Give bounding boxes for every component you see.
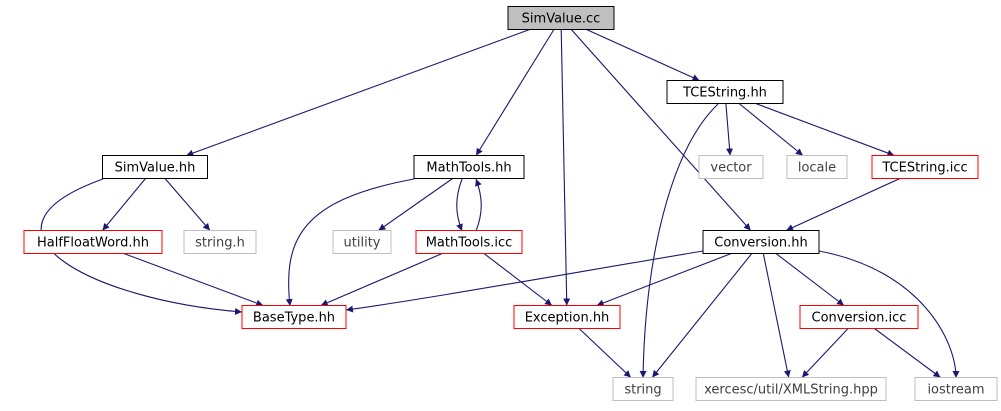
node-label-tcestring_icc: TCEString.icc	[881, 161, 967, 176]
node-box-simvalue_cc	[507, 6, 615, 30]
node-label-conversion_icc: Conversion.icc	[812, 311, 907, 326]
edge-conversion_icc-to-xmlstring_hpp	[801, 328, 849, 378]
node-label-iostream: iostream	[927, 383, 984, 398]
node-xmlstring_hpp[interactable]: xercesc/util/XMLString.hpp	[695, 377, 887, 401]
node-simvalue_hh[interactable]: SimValue.hh	[102, 155, 208, 179]
node-label-string_h: string.h	[195, 236, 245, 251]
node-box-iostream	[914, 377, 998, 401]
node-vector[interactable]: vector	[698, 155, 764, 179]
node-string[interactable]: string	[612, 377, 674, 401]
node-conversion_hh[interactable]: Conversion.hh	[702, 230, 820, 254]
node-box-locale	[786, 155, 848, 179]
node-label-mathtools_icc: MathTools.icc	[426, 236, 513, 251]
edge-exception_hh-to-string	[578, 328, 632, 378]
node-box-conversion_hh	[702, 230, 820, 254]
node-label-basetype_hh: BaseType.hh	[253, 311, 335, 326]
node-utility[interactable]: utility	[332, 230, 392, 254]
node-box-conversion_icc	[799, 305, 919, 329]
edge-simvalue_hh-to-halffloatword_hh	[102, 178, 146, 231]
node-box-xmlstring_hpp	[695, 377, 887, 401]
edge-mathtools_icc-to-mathtools_hh	[475, 178, 482, 232]
node-box-mathtools_icc	[415, 230, 523, 254]
node-simvalue_cc[interactable]: SimValue.cc	[507, 6, 615, 30]
edge-tcestring_hh-to-locale	[738, 103, 804, 156]
node-tcestring_icc[interactable]: TCEString.icc	[871, 155, 979, 179]
edge-conversion_hh-to-iostream	[818, 250, 960, 379]
node-tcestring_hh[interactable]: TCEString.hh	[666, 80, 784, 104]
node-label-mathtools_hh: MathTools.hh	[426, 161, 511, 176]
node-box-mathtools_hh	[413, 155, 525, 179]
edge-tcestring_hh-to-tcestring_icc	[755, 102, 895, 157]
edge-halffloatword_hh-to-basetype_hh	[123, 252, 264, 307]
edge-conversion_hh-to-xmlstring_hpp	[762, 253, 791, 378]
edge-mathtools_icc-to-basetype_hh	[320, 252, 443, 307]
edge-conversion_hh-to-basetype_hh	[345, 250, 704, 313]
edge-simvalue_cc-to-exception_hh	[560, 29, 571, 306]
node-locale[interactable]: locale	[786, 155, 848, 179]
edge-conversion_hh-to-string	[651, 253, 753, 378]
edge-mathtools_hh-to-utility	[378, 178, 453, 231]
node-box-string	[612, 377, 674, 401]
edge-tcestring_icc-to-conversion_hh	[785, 177, 901, 232]
edge-tcestring_hh-to-string	[639, 103, 719, 379]
edge-simvalue_cc-to-simvalue_hh	[186, 28, 530, 157]
node-halffloatword_hh[interactable]: HalfFloatWord.hh	[23, 230, 163, 254]
node-box-basetype_hh	[241, 305, 347, 329]
edge-mathtools_hh-to-mathtools_icc	[456, 178, 463, 232]
node-label-vector: vector	[710, 161, 752, 176]
node-box-tcestring_icc	[871, 155, 979, 179]
node-string_h[interactable]: string.h	[183, 230, 257, 254]
edge-tcestring_hh-to-vector	[725, 103, 734, 156]
node-label-simvalue_cc: SimValue.cc	[522, 12, 601, 27]
edge-simvalue_cc-to-mathtools_hh	[475, 29, 555, 156]
node-label-string: string	[624, 383, 661, 398]
node-mathtools_icc[interactable]: MathTools.icc	[415, 230, 523, 254]
node-basetype_hh[interactable]: BaseType.hh	[241, 305, 347, 329]
node-box-simvalue_hh	[102, 155, 208, 179]
node-box-tcestring_hh	[666, 80, 784, 104]
node-box-string_h	[183, 230, 257, 254]
node-label-xmlstring_hpp: xercesc/util/XMLString.hpp	[704, 383, 878, 398]
edge-conversion_hh-to-exception_hh	[596, 252, 732, 307]
node-label-locale: locale	[798, 161, 836, 176]
edge-simvalue_cc-to-tcestring_hh	[586, 28, 700, 82]
edge-conversion_hh-to-conversion_icc	[775, 253, 845, 306]
edges-layer	[40, 28, 960, 379]
node-box-vector	[698, 155, 764, 179]
edge-simvalue_cc-to-conversion_hh	[570, 29, 752, 231]
node-label-simvalue_hh: SimValue.hh	[115, 161, 196, 176]
edge-mathtools_icc-to-exception_hh	[483, 253, 553, 306]
node-iostream[interactable]: iostream	[914, 377, 998, 401]
node-label-exception_hh: Exception.hh	[525, 311, 610, 326]
node-label-utility: utility	[344, 236, 381, 251]
edge-simvalue_hh-to-basetype_hh	[40, 178, 243, 315]
node-label-halffloatword_hh: HalfFloatWord.hh	[37, 236, 149, 251]
node-exception_hh[interactable]: Exception.hh	[513, 305, 621, 329]
edge-simvalue_hh-to-string_h	[164, 178, 211, 231]
node-box-utility	[332, 230, 392, 254]
edge-mathtools_hh-to-basetype_hh	[285, 178, 415, 307]
node-label-conversion_hh: Conversion.hh	[714, 236, 808, 251]
node-label-tcestring_hh: TCEString.hh	[682, 86, 767, 101]
node-box-exception_hh	[513, 305, 621, 329]
node-mathtools_hh[interactable]: MathTools.hh	[413, 155, 525, 179]
edge-conversion_icc-to-iostream	[874, 328, 941, 378]
node-conversion_icc[interactable]: Conversion.icc	[799, 305, 919, 329]
node-box-halffloatword_hh	[23, 230, 163, 254]
